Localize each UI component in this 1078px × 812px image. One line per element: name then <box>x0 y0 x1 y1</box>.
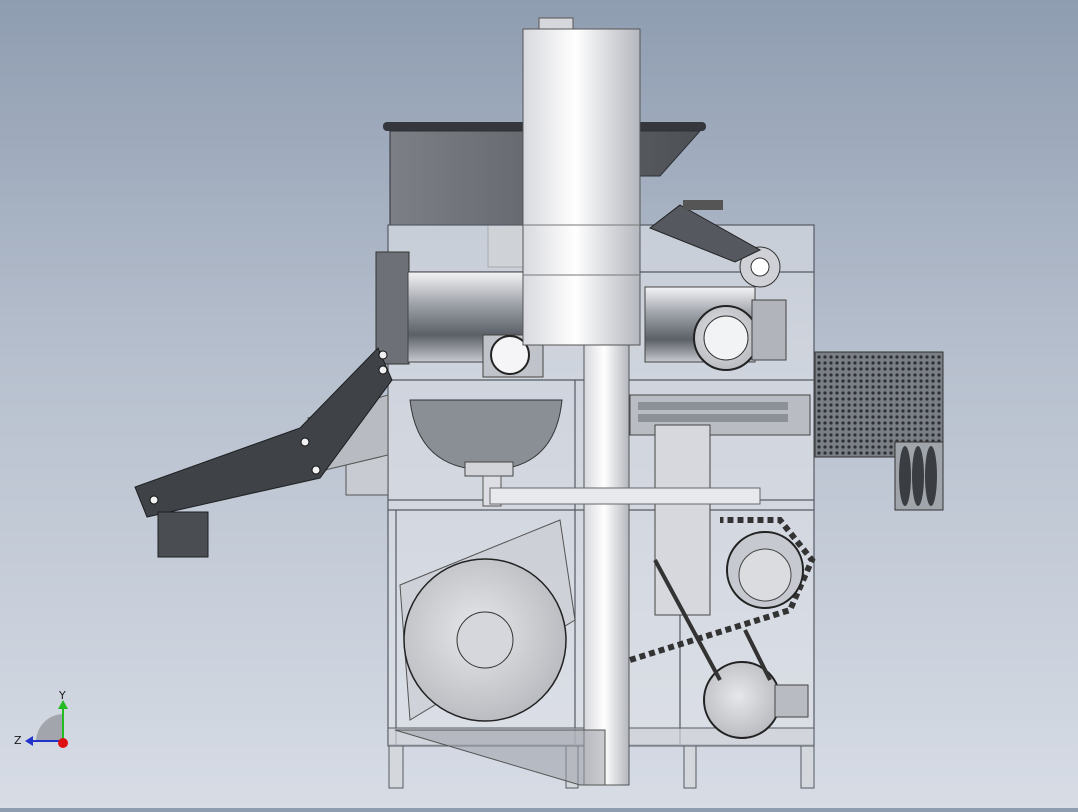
left-discharge-arm <box>134 347 393 558</box>
heat-exchanger <box>629 394 811 616</box>
z-axis-label: Z <box>14 734 22 747</box>
y-axis-arrowhead <box>58 700 68 709</box>
gear-reducer <box>726 531 804 609</box>
horizontal-pipe <box>489 487 761 505</box>
x-axis-marker <box>58 738 68 748</box>
coordinate-triad: Y Z <box>14 689 68 748</box>
discharge-chute <box>394 729 606 786</box>
y-axis-label: Y <box>58 689 66 702</box>
right-motor <box>644 200 787 371</box>
z-axis-arrowhead <box>25 736 33 746</box>
triad-arc <box>36 714 63 741</box>
lower-right-motor <box>653 559 809 739</box>
vertical-column <box>522 17 641 786</box>
main-motor <box>399 519 576 722</box>
mixing-bowl <box>409 399 563 507</box>
chain-drive <box>629 517 816 663</box>
mesh-screen <box>814 351 944 511</box>
